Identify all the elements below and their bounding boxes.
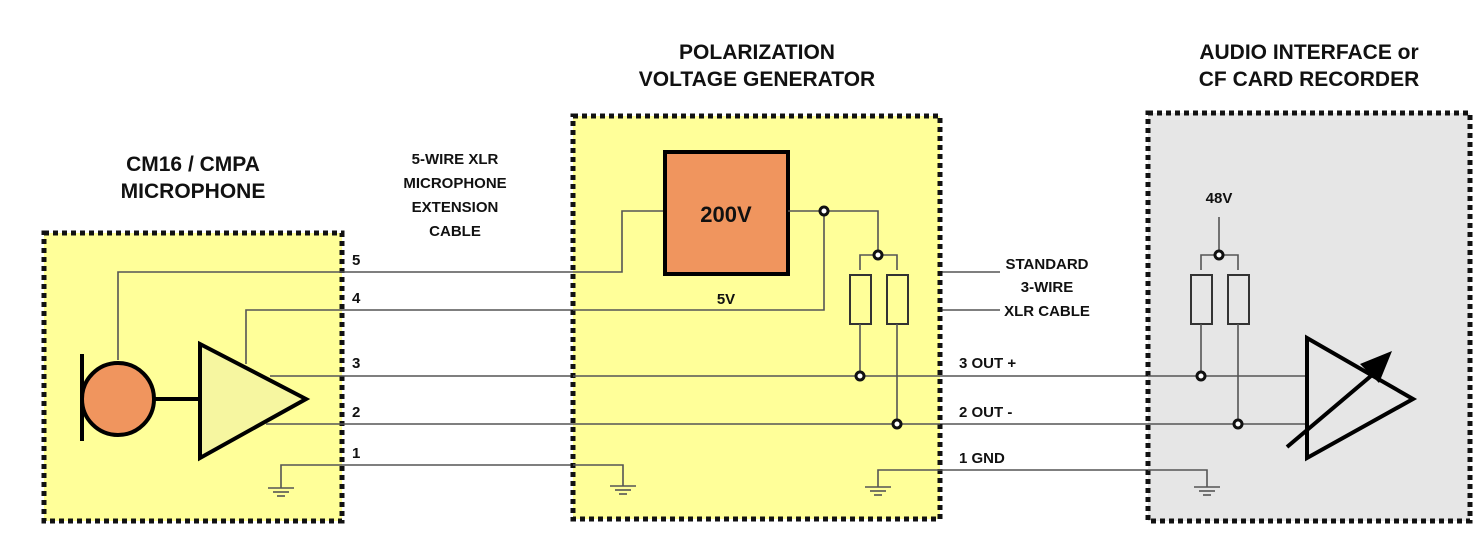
gain-arrow-shaft (1285, 368, 1380, 449)
wire-4-inner (573, 211, 825, 311)
three-wire-label-3: XLR CABLE (1004, 303, 1090, 320)
three-wire-label-1: STANDARD (1005, 256, 1088, 273)
mic-preamp-icon (198, 340, 311, 462)
gnd-label: 1 GND (959, 450, 1005, 467)
variable-gain-amp-icon (1305, 334, 1418, 462)
five-wire-label-4: CABLE (429, 223, 481, 240)
five-wire-label-3: EXTENSION (412, 199, 499, 216)
three-wire-label-2: 3-WIRE (1021, 279, 1074, 296)
mic-title-1: CM16 / CMPA (126, 153, 260, 176)
wire-1-inner (573, 464, 624, 486)
pin-3-label: 3 (352, 355, 360, 372)
supply-label: 5V (717, 291, 735, 308)
recorder-title-2: CF CARD RECORDER (1199, 68, 1420, 91)
node (1213, 249, 1225, 261)
hv-source-label: 200V (700, 202, 752, 227)
out-plus-label: 3 OUT + (959, 355, 1016, 372)
node (1232, 418, 1244, 430)
mic-title-2: MICROPHONE (121, 180, 266, 203)
recorder-title-1: AUDIO INTERFACE or (1199, 41, 1418, 64)
generator-title-2: VOLTAGE GENERATOR (639, 68, 875, 91)
wire-5-inner (573, 210, 665, 273)
recorder-ground-icon (1194, 486, 1220, 496)
recorder-box (1145, 110, 1473, 524)
five-wire-label-1: 5-WIRE XLR (412, 151, 499, 168)
microphone-capsule-icon (80, 361, 156, 437)
five-wire-label-2: MICROPHONE (403, 175, 506, 192)
gnd-inner (1148, 469, 1208, 487)
mic-ground-icon (268, 487, 294, 497)
node (891, 418, 903, 430)
hv-source-box (663, 150, 790, 276)
wire-1 (280, 464, 620, 488)
generator-title-1: POLARIZATION (679, 41, 835, 64)
node (872, 249, 884, 261)
node (1195, 370, 1207, 382)
pin-2-label: 2 (352, 404, 360, 421)
pin-4-label: 4 (352, 290, 361, 307)
generator-ground-icon (610, 485, 636, 495)
phantom-label: 48V (1206, 190, 1233, 207)
node (818, 205, 830, 217)
generator-out-ground-icon (865, 486, 891, 496)
out-minus-label: 2 OUT - (959, 404, 1012, 421)
hv-out-wire (788, 210, 879, 255)
gain-arrow-head-icon (1360, 351, 1392, 383)
pin-1-label: 1 (352, 445, 360, 462)
node (854, 370, 866, 382)
pin-5-label: 5 (352, 252, 360, 269)
